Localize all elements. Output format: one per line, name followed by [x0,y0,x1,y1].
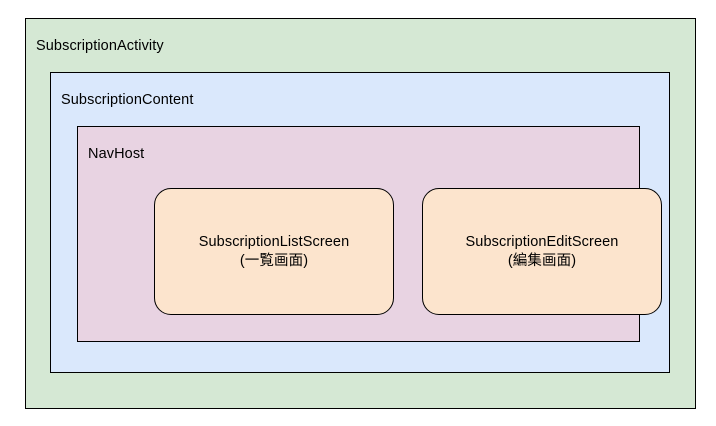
container-label-navhost: NavHost [88,146,145,162]
container-label-subscription-content: SubscriptionContent [61,92,194,108]
node-title-subscription-edit-screen: SubscriptionEditScreen [465,233,619,250]
container-subscription-activity[interactable]: SubscriptionActivity SubscriptionContent… [25,18,696,409]
node-subtitle-subscription-edit-screen: (編集画面) [507,252,577,269]
node-subscription-edit-screen[interactable]: SubscriptionEditScreen (編集画面) [422,188,662,315]
container-navhost[interactable]: NavHost SubscriptionListScreen (一覧画面) Su… [77,126,662,342]
container-subscription-content[interactable]: SubscriptionContent NavHost Subscription… [50,72,670,373]
node-subscription-list-screen[interactable]: SubscriptionListScreen (一覧画面) [154,188,394,315]
node-title-subscription-list-screen: SubscriptionListScreen [198,233,350,250]
container-label-subscription-activity: SubscriptionActivity [36,38,164,54]
node-subtitle-subscription-list-screen: (一覧画面) [239,252,309,269]
